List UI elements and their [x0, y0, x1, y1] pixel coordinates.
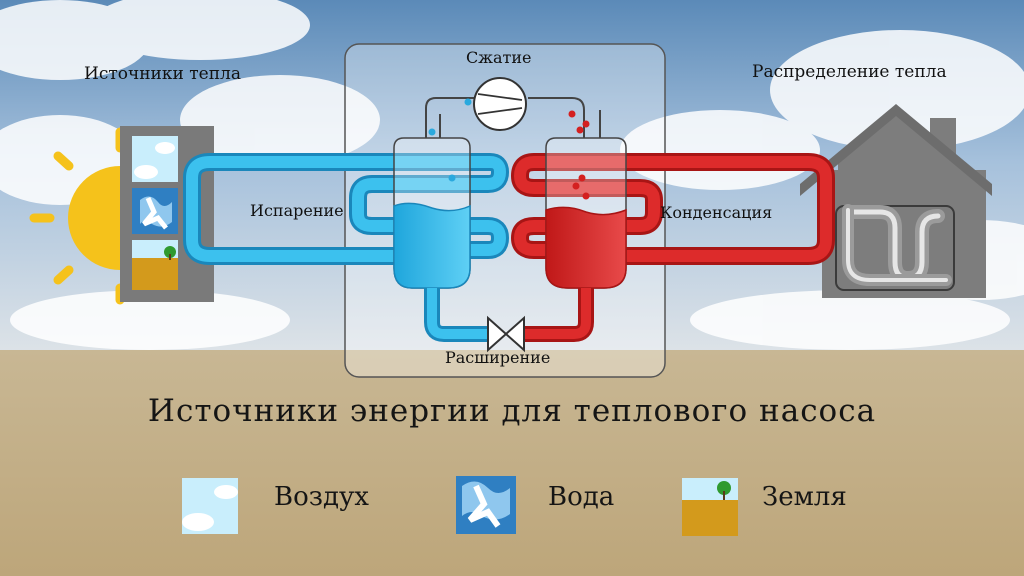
legend-label-water: Вода [548, 482, 615, 512]
air-icon [182, 478, 238, 534]
compressor-icon [473, 77, 527, 131]
heat-sources-label: Источники тепла [84, 64, 241, 84]
compression-label: Сжатие [466, 48, 532, 67]
evaporation-label: Испарение [250, 201, 344, 220]
earth-icon [682, 478, 738, 536]
water-icon [456, 476, 516, 534]
radiator-pipe [842, 204, 952, 286]
cold-loop [183, 97, 509, 342]
heat-distribution-label: Распределение тепла [752, 62, 947, 82]
legend-label-earth: Земля [762, 482, 847, 512]
legend-label-air: Воздух [274, 482, 369, 512]
expansion-valve-icon [487, 315, 525, 353]
hot-loop [511, 97, 835, 342]
field-background [0, 350, 1024, 576]
headline: Источники энергии для теплового насоса [147, 393, 877, 429]
condensation-label: Конденсация [660, 203, 773, 222]
expansion-label: Расширение [445, 348, 551, 367]
